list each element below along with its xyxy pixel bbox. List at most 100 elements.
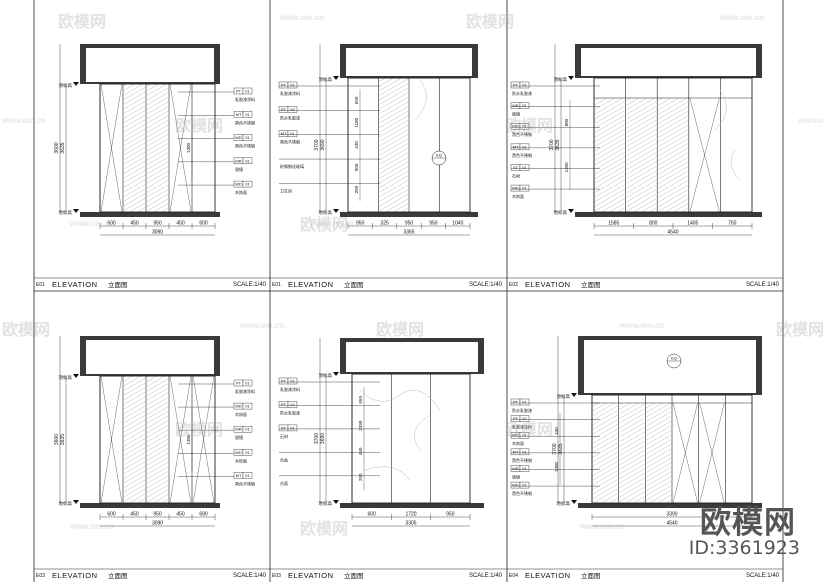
watermark-url: www.om.cn [280,13,325,22]
floor-slab [578,503,762,508]
mirror-cross [169,83,192,213]
wood-veneer-hatch [658,98,688,212]
elevation-drawing [278,338,484,508]
elevation-drawing [73,44,253,217]
watermark-url: www.om.cn [620,321,665,330]
material-code: MR [512,103,518,108]
material-code: MR [235,427,241,432]
elevation-drawing [73,336,253,508]
panel-title-bar: E02 ELEVATION 立面图 SCALE:1/40 [507,279,783,291]
material-code: MT [513,449,519,454]
material-tag-box [519,481,530,489]
drawing-scale: SCALE:1/40 [232,573,266,579]
material-code: PT [281,402,287,407]
material-number: 01 [522,103,527,108]
callout-label: EQ [436,153,442,158]
dimension-label: 1180 [354,117,359,127]
material-code: ST [513,165,519,170]
material-tag-box [242,379,253,387]
dimension-label: 450 [176,512,185,518]
dimension-label: 800 [649,221,658,227]
dimension-label: 950 [405,221,414,227]
material-tag-box [242,472,253,479]
dimension-label: 3600 [54,142,60,153]
dimension-label: 2390 [358,420,363,431]
material-note: 乳胶漆涂料 [280,90,300,96]
dimension-label: 950 [429,221,438,227]
elevation-outline [351,373,471,504]
dimension-label: 690 [199,512,208,518]
drawing-scale: SCALE:1/40 [468,282,502,288]
material-note: 黑色不锈钢 [235,480,255,486]
material-code: WD [512,124,519,129]
material-tag-box [519,102,530,109]
watermark-url: www.om.cn [580,522,625,531]
material-tag-box [287,130,298,137]
material-tag-box [242,87,253,95]
ceiling-void [86,48,214,82]
material-note: 黑色不锈钢 [235,143,255,149]
drawing-title: ELEVATION [288,280,334,289]
dimension-label: 600 [107,512,116,518]
material-tag-box [242,134,253,141]
dimension-label: 3600 [54,434,60,445]
material-code: PT [236,89,242,94]
level-triangle [568,209,574,213]
material-tag-box [519,432,530,439]
material-note: 石材 [512,172,520,178]
level-marker: 顶标高 [319,372,333,379]
dimension-label: 600 [199,221,208,227]
material-number: 01 [245,89,250,94]
watermark-url: www.om.cn [70,522,115,531]
material-tag-box [519,123,530,130]
watermark-url: www.om.cn [240,321,285,330]
dimension-label: 1300 [186,434,191,445]
dimension-total: 4540 [666,521,677,527]
dimension-label: 1585 [608,221,619,227]
brand-logo-text: 欧模网 [700,505,796,541]
material-code: PT [236,381,242,386]
material-number: 01 [245,473,250,478]
elevation-drawing [278,44,478,217]
material-number: 02 [290,402,295,407]
watermark-url: www.om.cn [798,116,824,125]
drawing-scale: SCALE:1/40 [232,282,266,288]
material-code: WD [235,182,242,187]
wood-veneer-hatch [595,98,625,212]
material-note: 石材 [280,433,288,439]
drawing-scale: SCALE:1/40 [745,282,779,288]
watermark-url: www.om.cn [720,13,765,22]
drawing-title: ELEVATION [52,280,98,289]
marble-veining [414,79,427,121]
material-code: WD [235,450,242,455]
mirror-cross [169,375,192,504]
material-tag-box [287,81,298,89]
ceiling-void [346,342,478,372]
level-triangle [333,372,339,376]
dimension-label: 3700 [552,443,558,454]
dimension-label: 430 [354,141,359,149]
dimension-label: 950 [153,221,162,227]
dimension-label: 750 [728,221,737,227]
material-note: 木饰面 [512,440,524,446]
drawing-title: ELEVATION [52,571,98,580]
drawing-title-cn: 立面图 [581,281,601,289]
material-note: 黑色不锈钢 [512,457,532,463]
dimension-total: 3365 [403,230,414,236]
material-note: 木饰面 [512,193,524,199]
material-code: WD [512,483,519,488]
material-tag-box [519,415,530,422]
material-number: 01 [522,165,527,170]
material-number: 01 [290,131,295,136]
floor-slab [340,503,484,508]
material-note: 木饰面 [235,457,247,463]
dimension-label: 325 [380,221,389,227]
dimension-label: 1300 [564,162,569,173]
material-number: 01 [245,135,250,140]
material-tag-box [242,425,253,433]
mirror-cross [672,402,698,504]
material-tag-box [519,184,530,192]
material-note: 乳胶漆涂料 [512,424,532,430]
level-triangle [333,500,339,504]
wood-veneer-hatch [124,84,145,212]
